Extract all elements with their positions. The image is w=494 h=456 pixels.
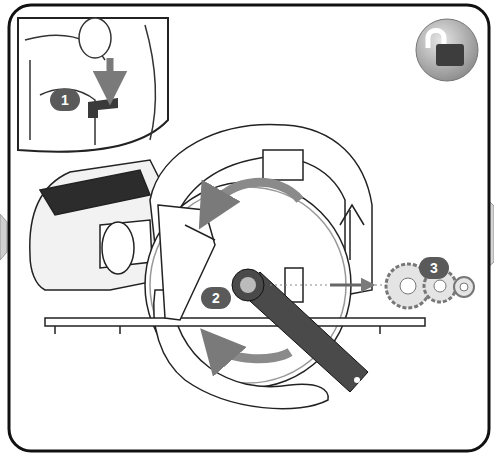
callout-number: 3 — [419, 257, 449, 279]
prev-arrow — [0, 214, 7, 260]
unlock-icon — [416, 19, 478, 81]
callout-number: 2 — [201, 287, 231, 309]
callout-number: 1 — [50, 89, 80, 111]
saw-body — [30, 124, 425, 408]
lock-inset — [18, 18, 168, 152]
removal-arrow — [330, 284, 368, 287]
wrench — [232, 269, 368, 392]
frame — [9, 5, 489, 451]
